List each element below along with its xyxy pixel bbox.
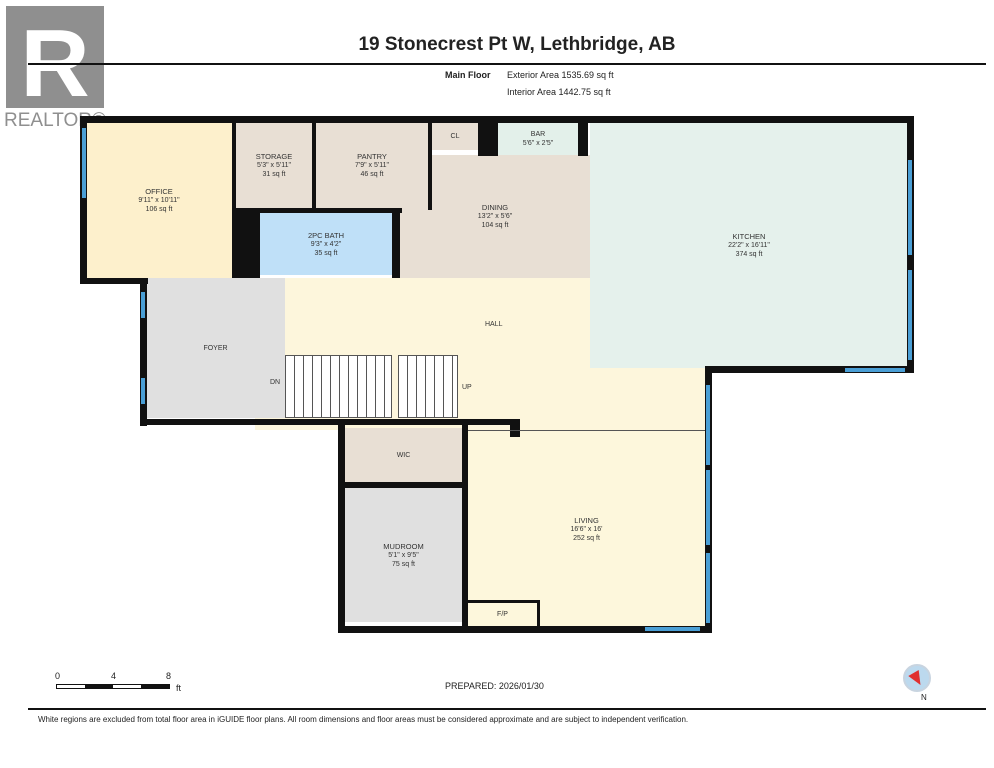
wall: [80, 116, 87, 284]
disclaimer: White regions are excluded from total fl…: [38, 715, 689, 724]
compass-icon: [903, 664, 931, 692]
wall: [232, 116, 236, 208]
scale-unit: ft: [176, 683, 182, 693]
scale-tick-0: 0: [55, 671, 61, 681]
wall: [705, 366, 914, 373]
wall: [338, 626, 712, 633]
window: [141, 378, 145, 404]
scale-bar: [56, 684, 170, 689]
stairs-up: [398, 355, 458, 418]
window: [845, 368, 905, 372]
page-title: 19 Stonecrest Pt W, Lethbridge, AB: [358, 34, 676, 55]
compass-north-label: N: [921, 693, 927, 702]
stairs-down: [285, 355, 392, 418]
scale-tick-4: 4: [111, 671, 117, 681]
exterior-area: Exterior Area 1535.69 sq ft: [507, 70, 614, 80]
prepared-date: PREPARED: 2026/01/30: [445, 681, 544, 691]
wall: [345, 482, 462, 488]
wall: [578, 116, 588, 156]
realtor-logo: R: [6, 6, 104, 112]
room-wic: WIC: [345, 428, 462, 482]
room-closet: CL: [432, 122, 478, 150]
wall: [312, 116, 316, 208]
wall: [462, 425, 468, 633]
scale-tick-8: 8: [166, 671, 172, 681]
window: [82, 128, 86, 198]
wall: [80, 278, 148, 284]
room-fireplace: F/P: [468, 600, 540, 626]
divider: [28, 708, 986, 710]
divider: [28, 63, 986, 65]
window: [706, 553, 710, 623]
interior-area: Interior Area 1442.75 sq ft: [507, 87, 611, 97]
wall: [338, 419, 345, 633]
room-foyer: FOYER: [146, 278, 285, 418]
window: [908, 160, 912, 255]
wall: [510, 419, 520, 437]
wall: [478, 116, 498, 156]
wall: [428, 116, 432, 210]
stairs-down-label: DN: [270, 379, 281, 386]
stairs-up-label: UP: [462, 384, 472, 391]
floor-name: Main Floor: [445, 70, 491, 80]
wall: [140, 419, 520, 425]
window: [141, 292, 145, 318]
wall: [468, 430, 705, 431]
window: [706, 470, 710, 545]
wall: [232, 208, 402, 213]
window: [706, 385, 710, 465]
wall: [232, 208, 260, 278]
wall: [392, 208, 400, 278]
wall: [140, 278, 147, 426]
window: [645, 627, 700, 631]
window: [908, 270, 912, 360]
